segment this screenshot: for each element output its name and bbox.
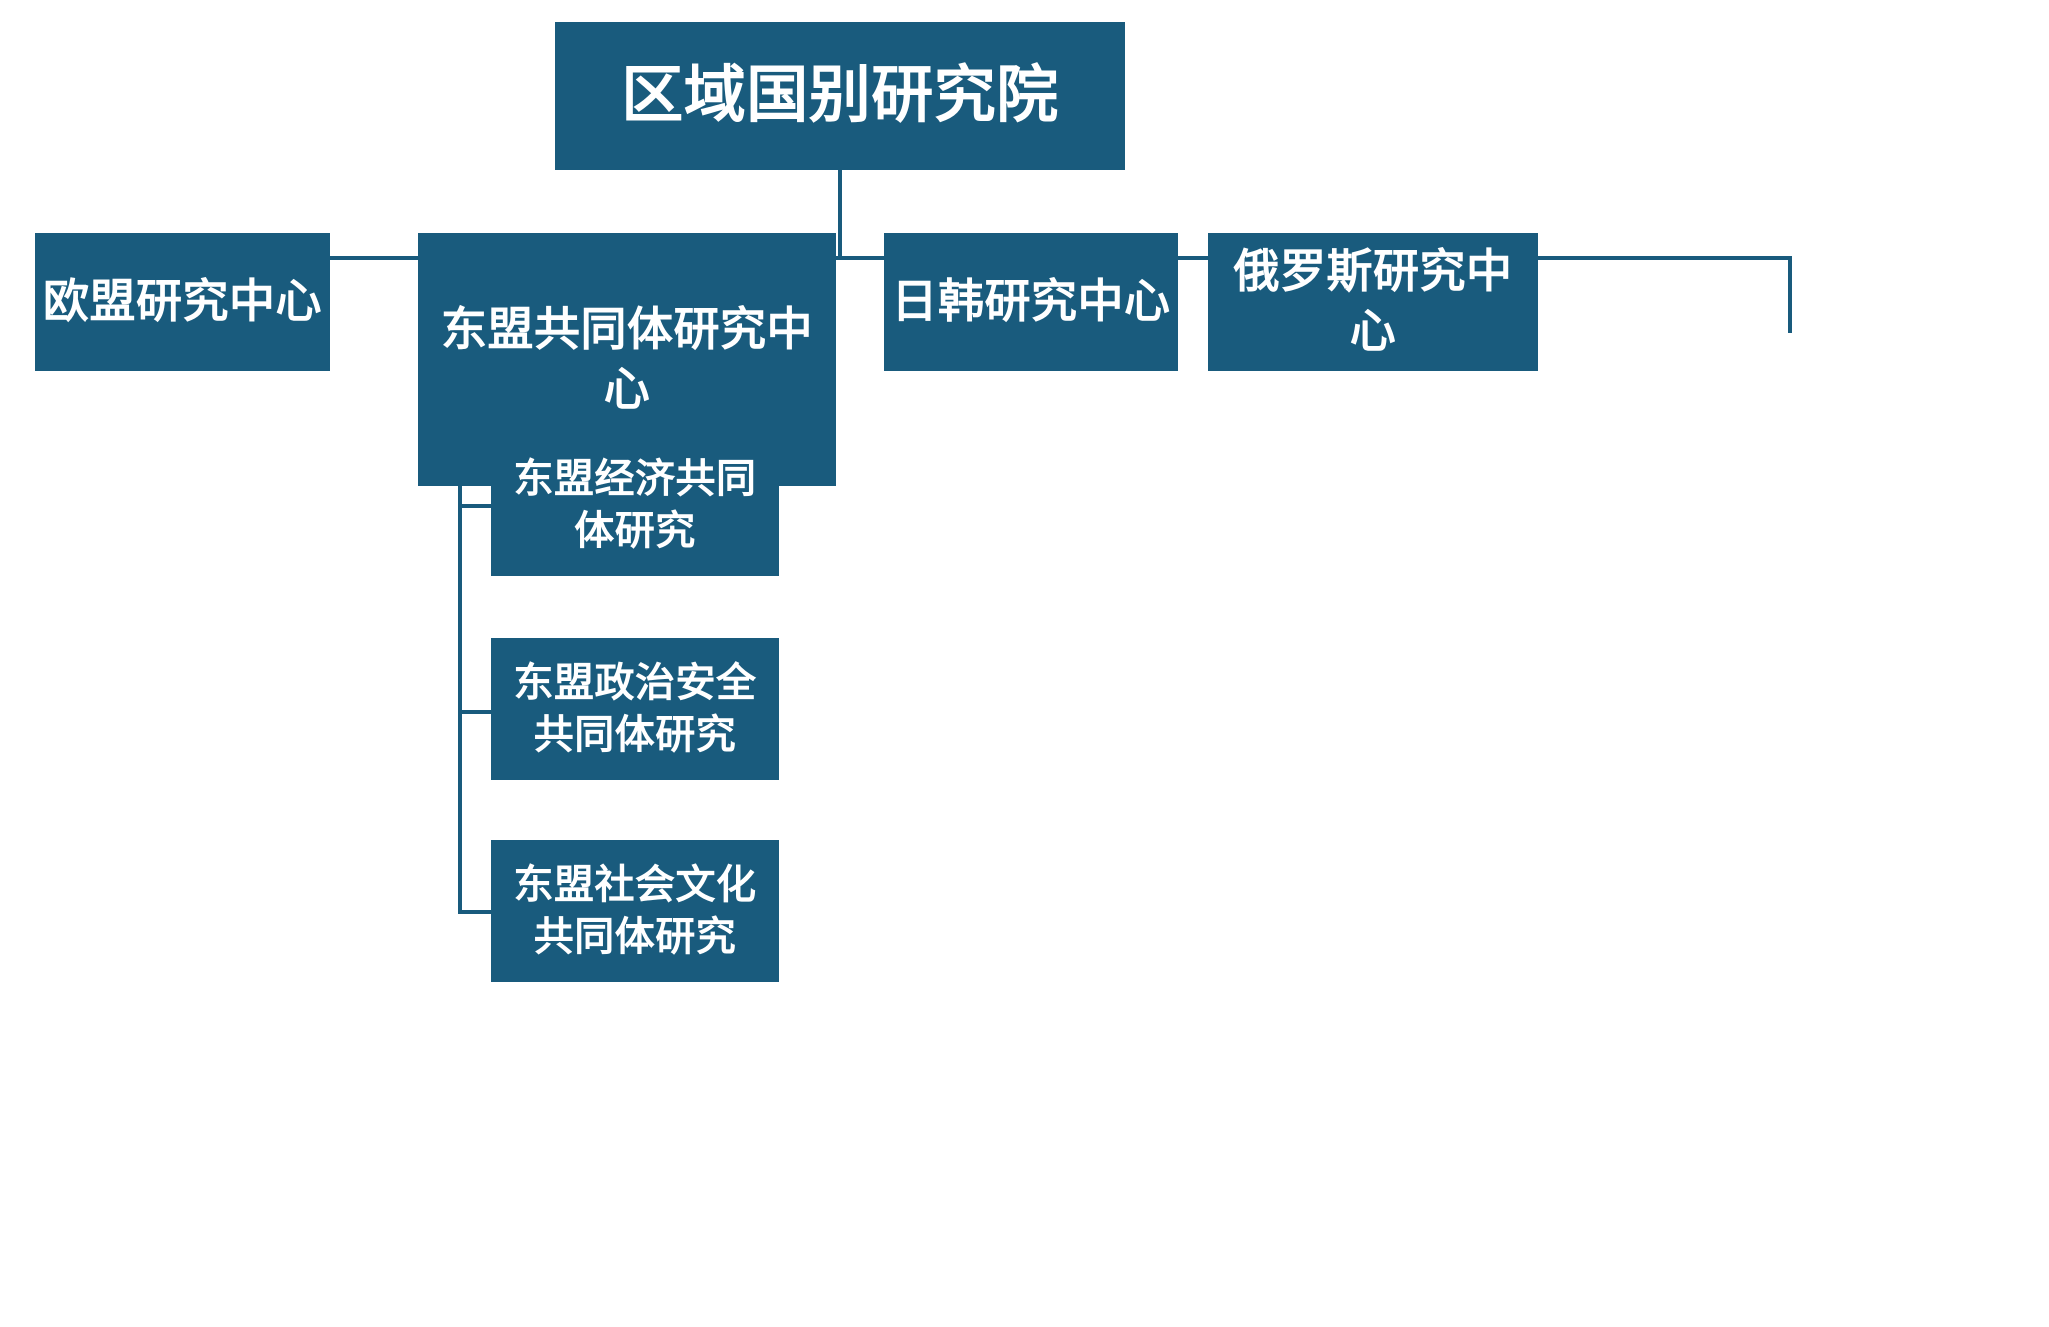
connector-elbow-political-security [458, 710, 494, 714]
node-asean-economic-community-research[interactable]: 东盟经济共同 体研究 [491, 434, 779, 576]
node-eu-research-center[interactable]: 欧盟研究中心 [35, 233, 330, 371]
node-label-line1: 东盟社会文化 [513, 863, 757, 907]
connector-elbow-economic [458, 504, 494, 508]
connector-root-stem [838, 170, 842, 258]
node-root-institute[interactable]: 区域国别研究院 [555, 22, 1125, 170]
node-asean-socio-cultural-community-research[interactable]: 东盟社会文化 共同体研究 [491, 840, 779, 982]
connector-elbow-social-cultural [458, 910, 494, 914]
connector-asean-spine [458, 486, 462, 914]
node-label-line1: 东盟经济共同 [513, 457, 757, 501]
node-label-line2: 体研究 [574, 509, 696, 553]
node-label-line2: 共同体研究 [533, 915, 737, 959]
node-label-line1: 东盟政治安全 [513, 661, 757, 705]
node-russia-research-center[interactable]: 俄罗斯研究中心 [1208, 233, 1538, 371]
node-japan-korea-research-center[interactable]: 日韩研究中心 [884, 233, 1178, 371]
node-label-line2: 共同体研究 [533, 713, 737, 757]
node-asean-political-security-community-research[interactable]: 东盟政治安全 共同体研究 [491, 638, 779, 780]
connector-drop-russia [1788, 256, 1792, 333]
